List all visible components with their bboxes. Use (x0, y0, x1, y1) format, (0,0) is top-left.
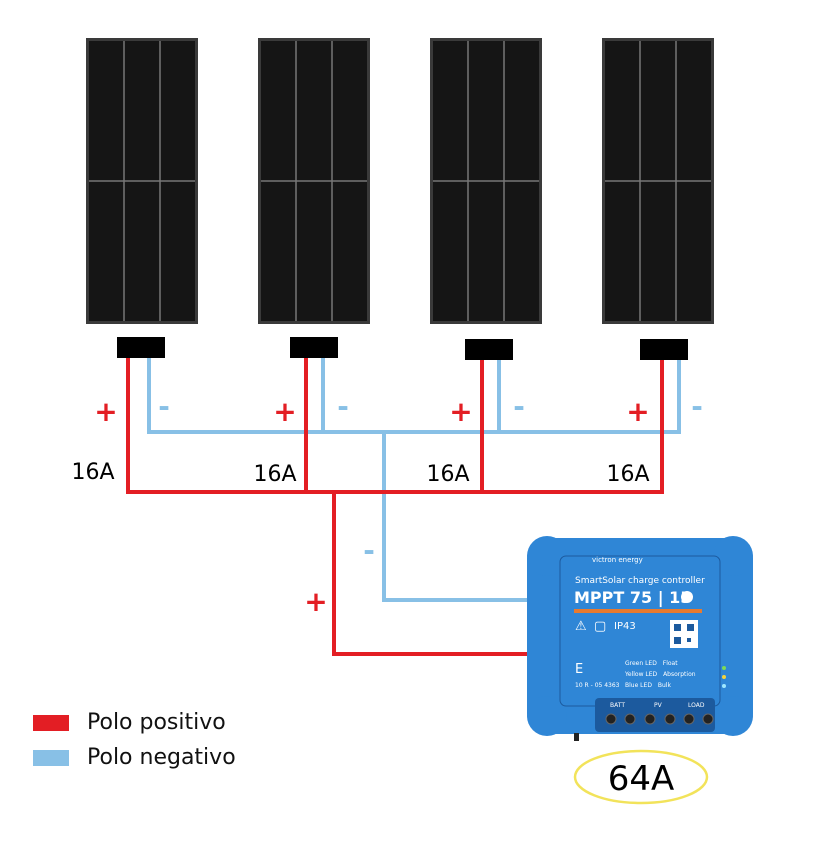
controller-accent-stripe (574, 609, 702, 613)
total-current-label: 64A (608, 759, 675, 799)
terminal-screw-4 (664, 713, 676, 725)
controller-model: MPPT 75 | 15 (574, 588, 691, 608)
led-legend-green: Green LED Float (625, 660, 678, 667)
status-led-green (722, 666, 726, 670)
terminal-label-batt: BATT (610, 702, 625, 709)
solar-panel-3 (430, 38, 542, 324)
terminal-block (595, 698, 715, 732)
controller-ip-rating: IP43 (614, 621, 636, 632)
ce-mark-icon: E (575, 662, 583, 677)
legend-negative: Polo negativo (33, 745, 236, 770)
plus-sign-3: + (449, 395, 472, 428)
positive-wiring (126, 358, 664, 656)
status-led-yellow (722, 675, 726, 679)
minus-sign-1: - (158, 390, 170, 423)
total-current-highlight (573, 749, 709, 805)
terminal-label-load: LOAD (688, 702, 705, 709)
terminal-screw-1 (605, 713, 617, 725)
plus-sign-4: + (626, 395, 649, 428)
charge-controller: victron energy SmartSolar charge control… (527, 536, 753, 741)
warning-icon: ⚠ (575, 619, 587, 634)
terminal-screw-6 (702, 713, 714, 725)
controller-foot (574, 733, 579, 741)
controller-cert-code: 10 R - 05 4363 (575, 682, 620, 689)
terminal-screw-3 (644, 713, 656, 725)
plus-sign-2: + (273, 395, 296, 428)
solar-panel-4 (602, 38, 714, 324)
controller-plus-sign: + (304, 585, 327, 618)
terminal-screw-5 (683, 713, 695, 725)
junction-box-2 (290, 337, 338, 358)
controller-brand: victron energy (592, 556, 643, 564)
plus-sign-1: + (94, 395, 117, 428)
negative-wiring (147, 358, 681, 602)
current-label-4: 16A (606, 462, 649, 487)
controller-minus-sign: - (363, 534, 375, 567)
solar-panel-2 (258, 38, 370, 324)
solar-panel-1 (86, 38, 198, 324)
current-label-3: 16A (426, 462, 469, 487)
led-legend-yellow: Yellow LED Absorption (624, 671, 696, 678)
terminal-screw-2 (624, 713, 636, 725)
status-led-blue (722, 684, 726, 688)
minus-sign-2: - (337, 390, 349, 423)
current-label-1: 16A (71, 460, 114, 485)
terminal-label-pv: PV (654, 702, 663, 709)
junction-box-4 (640, 339, 688, 360)
minus-sign-4: - (691, 390, 703, 423)
legend-positive-swatch (33, 714, 69, 731)
legend-negative-swatch (33, 749, 69, 766)
legend-positive: Polo positivo (33, 710, 226, 735)
current-label-2: 16A (253, 462, 296, 487)
bluetooth-icon (681, 591, 693, 603)
legend-negative-label: Polo negativo (87, 745, 236, 770)
controller-product-line: SmartSolar charge controller (575, 576, 705, 586)
led-legend-blue: Blue LED Bulk (625, 682, 671, 689)
legend-positive-label: Polo positivo (87, 710, 226, 735)
minus-sign-3: - (513, 390, 525, 423)
junction-box-1 (117, 337, 165, 358)
junction-box-3 (465, 339, 513, 360)
manual-icon: ▢ (594, 619, 606, 634)
